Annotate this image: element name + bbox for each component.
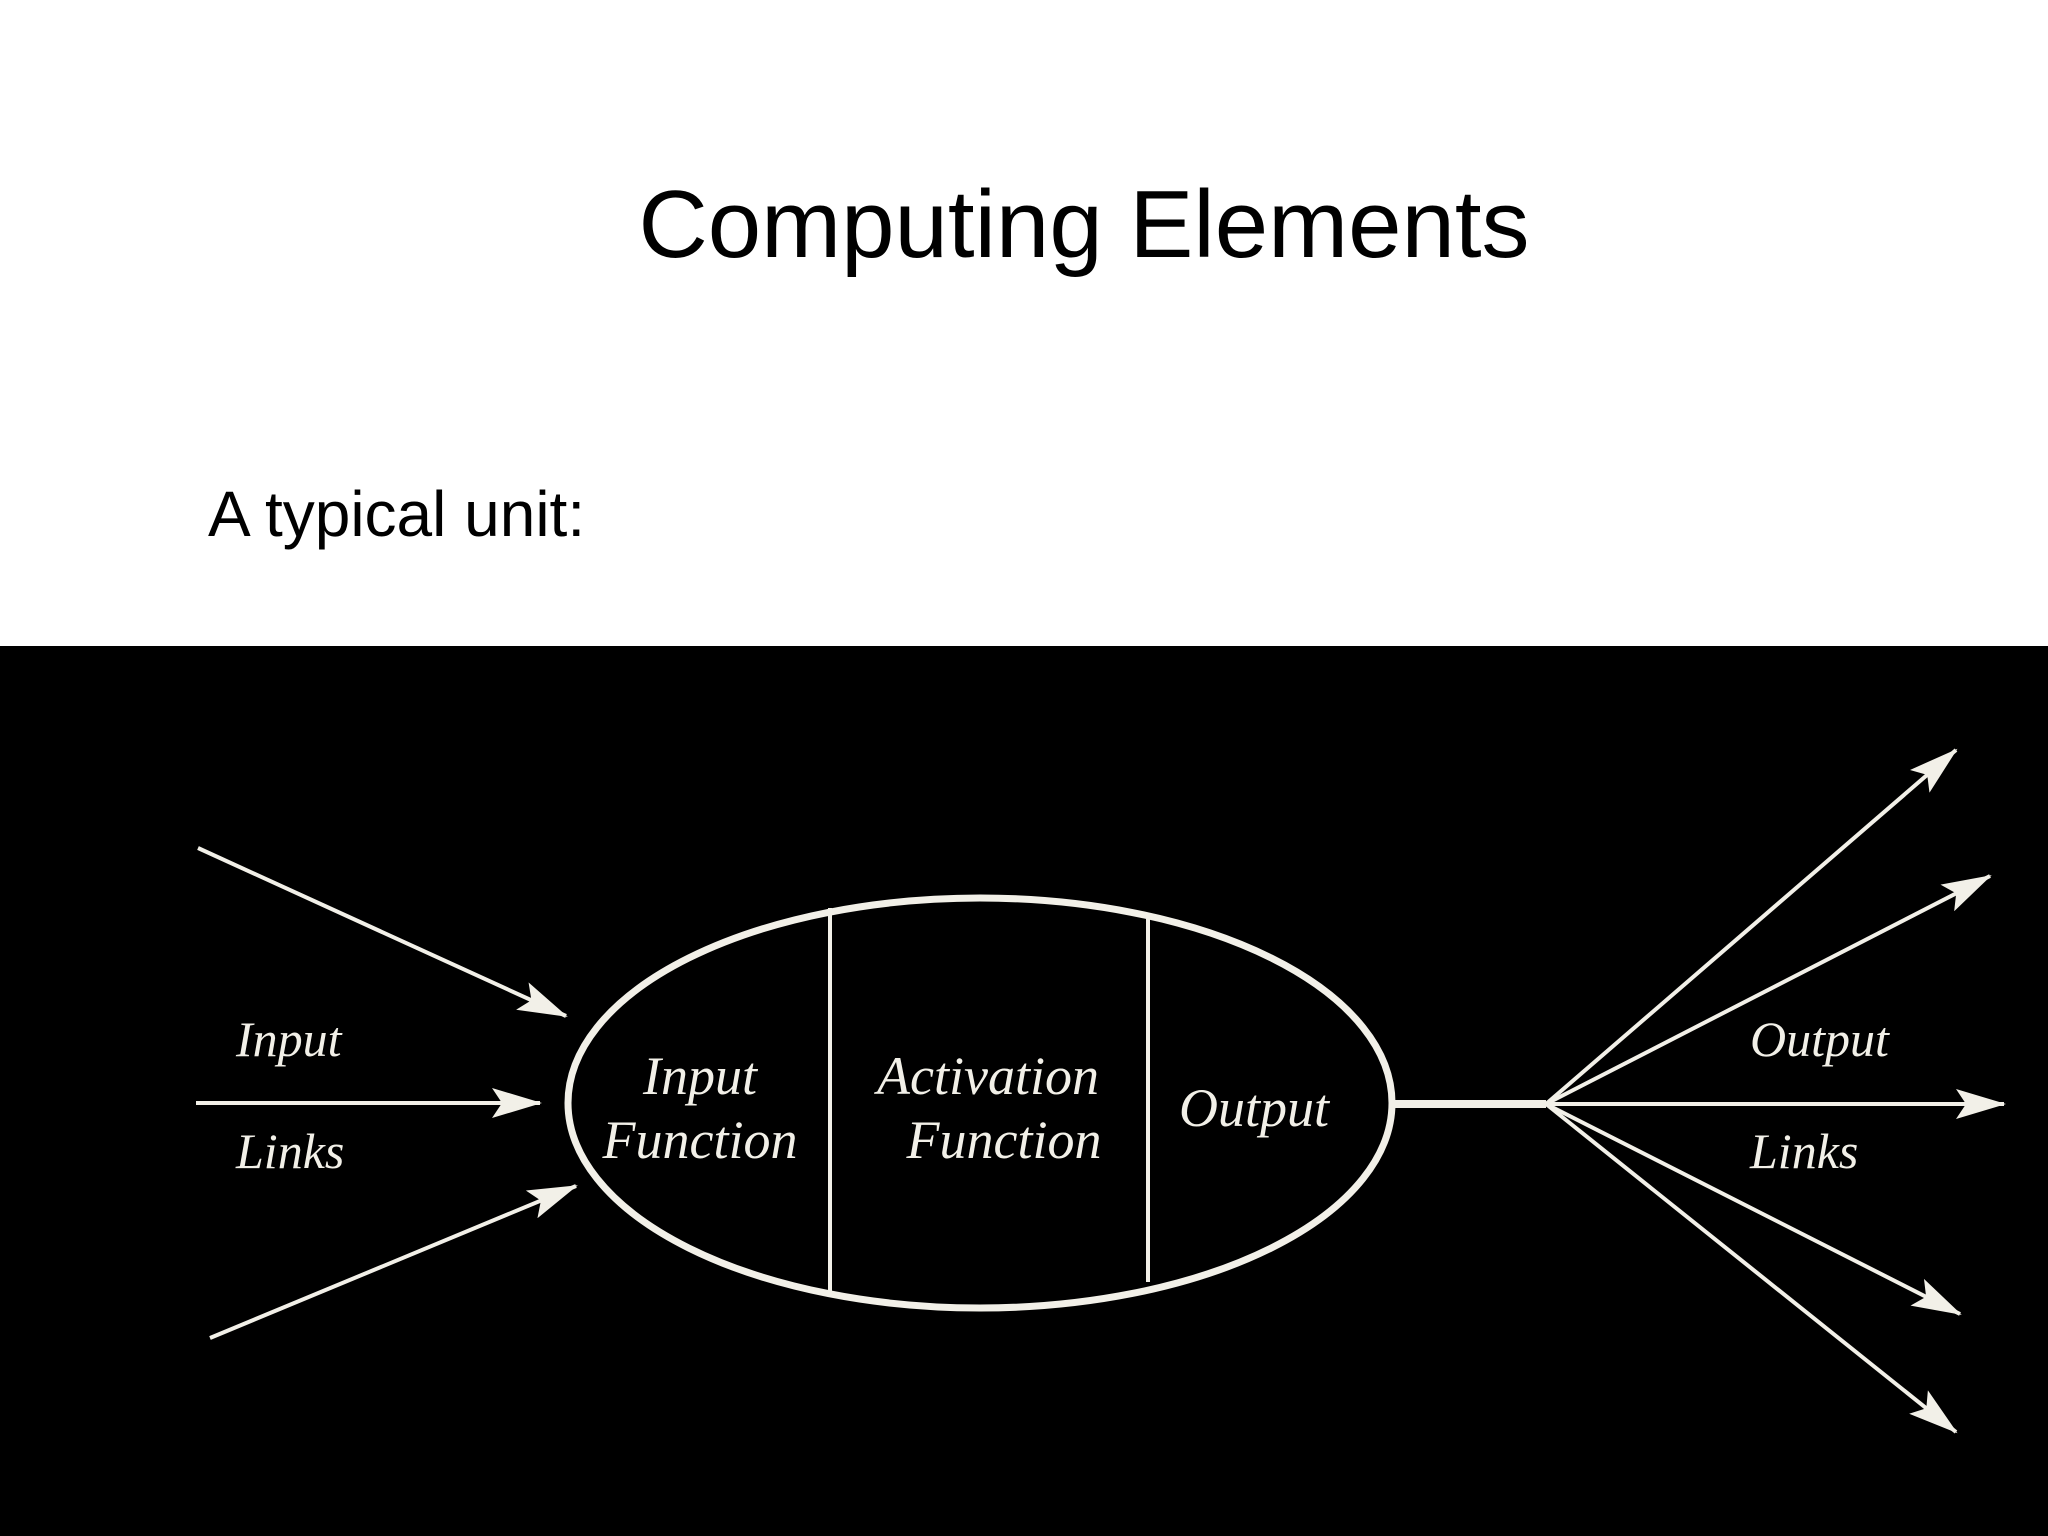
unit-diagram: Input Links Input Function Activation Fu… xyxy=(0,646,2048,1536)
input-arrow-top xyxy=(197,846,568,1018)
input-arrow-bottom xyxy=(209,1184,578,1340)
input-function-label-line2: Function xyxy=(602,1110,798,1170)
output-section-label: Output xyxy=(1179,1078,1331,1138)
output-links-label-line1: Output xyxy=(1750,1011,1890,1067)
input-links-label-line2: Links xyxy=(235,1123,344,1179)
output-arrow-2 xyxy=(1545,874,1992,1106)
activation-function-label-line1: Activation xyxy=(874,1046,1099,1106)
input-function-label-line1: Input xyxy=(642,1046,759,1106)
input-links-label-line1: Input xyxy=(235,1011,343,1067)
slide-title: Computing Elements xyxy=(638,171,1530,278)
unit-diagram-svg: Input Links Input Function Activation Fu… xyxy=(196,748,2006,1434)
output-arrow-1 xyxy=(1544,748,1958,1106)
unit-ellipse xyxy=(564,894,1396,1312)
output-arrow-4 xyxy=(1545,1102,1962,1316)
activation-function-label-line2: Function xyxy=(906,1110,1102,1170)
output-links-label-line2: Links xyxy=(1749,1123,1858,1179)
output-arrow-5 xyxy=(1544,1102,1958,1434)
slide-subtitle: A typical unit: xyxy=(208,478,586,550)
